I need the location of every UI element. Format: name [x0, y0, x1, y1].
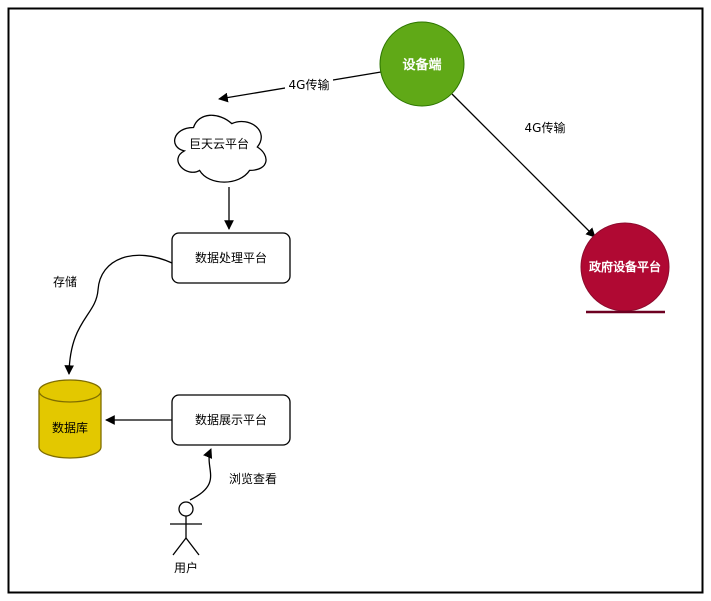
actor-head: [178, 501, 194, 517]
node-cloud[interactable]: 巨天云平台: [174, 114, 267, 183]
node-display-label: 数据展示平台: [195, 412, 267, 427]
node-processing[interactable]: 数据处理平台: [171, 232, 291, 284]
node-database-label: 数据库: [52, 420, 88, 435]
node-user-label: 用户: [174, 560, 198, 575]
node-display[interactable]: 数据展示平台: [171, 394, 291, 446]
edge-label-bg: [521, 120, 569, 135]
node-processing-label: 数据处理平台: [195, 250, 267, 265]
edge-user-to-display[interactable]: [189, 448, 213, 501]
node-database[interactable]: 数据库: [38, 379, 102, 459]
node-device-label: 设备端: [402, 57, 441, 73]
edge-label-bg: [227, 471, 279, 486]
edge-label-4g-right: 4G传输: [525, 120, 566, 135]
node-device[interactable]: 设备端: [379, 21, 465, 107]
edge-device-to-government[interactable]: [451, 93, 596, 238]
actor-leg-right: [185, 537, 200, 556]
cloud-shape[interactable]: [174, 114, 267, 183]
edge-processing-to-database[interactable]: [64, 254, 173, 375]
edge-label-browse: 浏览查看: [229, 471, 277, 486]
page-border: [7, 7, 704, 594]
edge-label-store: 存储: [53, 274, 77, 289]
node-user[interactable]: 用户: [170, 501, 202, 575]
database-cylinder-rim: [38, 390, 102, 403]
database-cylinder[interactable]: [38, 379, 102, 459]
edge-label-4g-left: 4G传输: [289, 77, 330, 92]
display-rect[interactable]: [171, 394, 291, 446]
node-government[interactable]: 政府设备平台: [580, 222, 670, 314]
device-circle[interactable]: [379, 21, 465, 107]
edge-label-bg: [285, 77, 333, 92]
edge-label-bg: [50, 274, 80, 289]
processing-rect[interactable]: [171, 232, 291, 284]
node-cloud-label: 巨天云平台: [189, 136, 249, 151]
node-government-label: 政府设备平台: [589, 259, 661, 274]
actor-leg-left: [172, 537, 187, 556]
